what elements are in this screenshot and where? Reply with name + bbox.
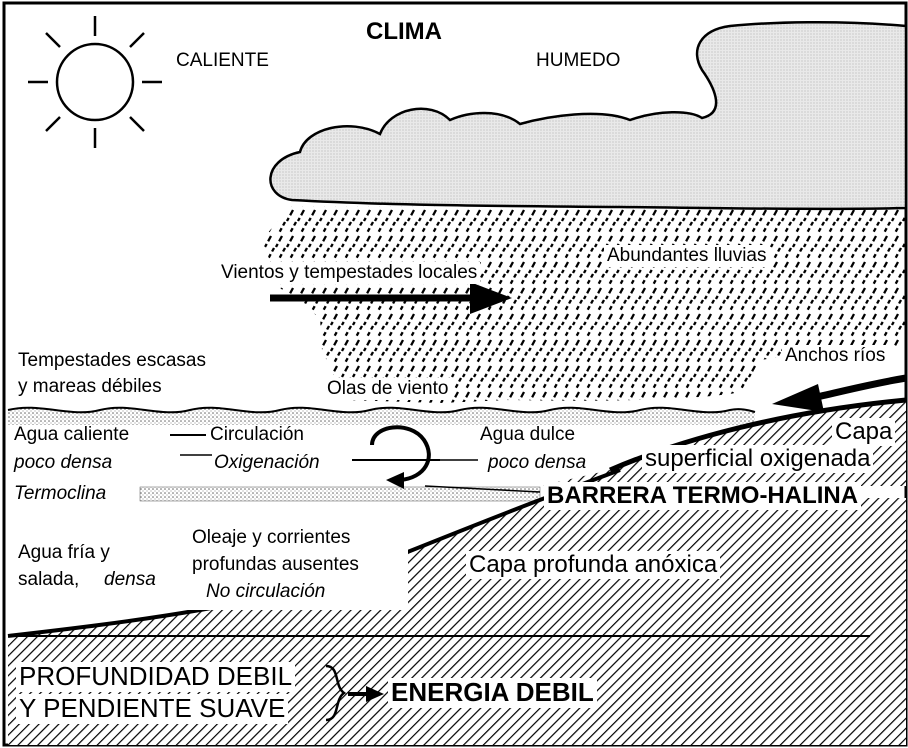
hot-label: CALIENTE [176,50,269,71]
surface-layer-label-top: Capa [832,418,896,446]
winds-label: Vientos y tempestades locales [218,262,481,284]
low-density-label-right: poco densa [488,452,587,473]
depth-label-line1: PROFUNDIDAD DEBIL [16,661,296,692]
thermocline-label: Termoclina [14,483,107,504]
energy-arrow-icon [348,686,384,702]
rivers-label: Anchos ríos [782,345,889,367]
barrier-label: BARRERA TERMO-HALINA [544,482,862,510]
surface-layer-label-bottom: superficial oxigenada [642,445,874,473]
river-arrow-icon [772,374,907,412]
swell-label-line2: profundas ausentes [192,554,359,575]
brace-icon [325,664,347,722]
humid-label: HUMEDO [536,50,621,71]
fresh-water-label: Agua dulce [480,424,576,445]
thermocline-band [139,486,541,502]
dense-label: densa [104,569,156,590]
waves-label: Olas de viento [324,378,452,400]
energy-label: ENERGIA DEBIL [388,677,597,708]
surface-layer-edge [609,397,907,473]
circulation-label: Circulación [210,424,304,445]
swell-label-line1: Oleaje y corrientes [192,527,351,548]
no-circulation-label: No circulación [206,581,326,602]
storms-label-line2: y mareas débiles [18,376,162,397]
sun-icon [28,16,162,148]
sea-surface-band [8,407,755,425]
oxygenation-label: Oxigenación [214,452,320,473]
low-density-label-left: poco densa [14,452,113,473]
wind-arrow-icon [270,282,512,314]
cold-water-label-line1: Agua fría y [18,542,110,563]
thermocline-connector [424,485,541,493]
anoxic-layer-label: Capa profunda anóxica [466,551,721,579]
warm-water-label: Agua caliente [14,424,130,445]
sea-surface-line [7,406,756,414]
rain-label: Abundantes lluvias [604,245,770,267]
storms-label-line1: Tempestades escasas [18,350,206,371]
circulation-loop-icon [352,425,440,489]
depth-label-line2: Y PENDIENTE SUAVE [16,693,289,724]
cold-water-box [10,528,408,610]
cold-water-label-line2: salada, [18,569,80,590]
title-label: CLIMA [366,18,442,45]
